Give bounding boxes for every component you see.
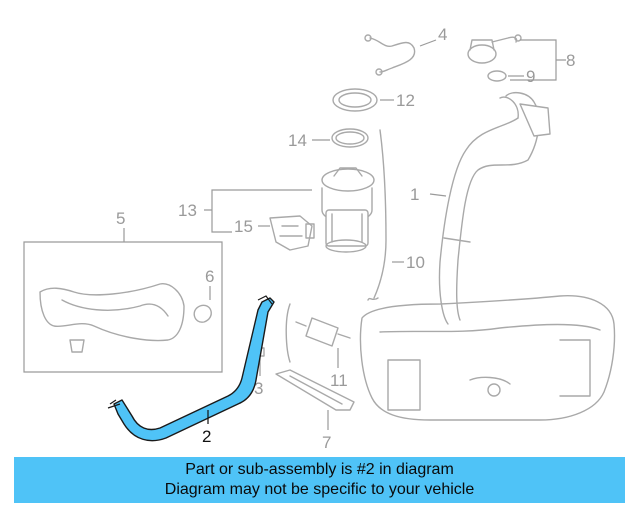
part-15-sender-unit xyxy=(269,215,315,251)
callout-13: 13 xyxy=(178,201,197,220)
callout-7: 7 xyxy=(322,433,331,452)
parts-diagram: 4 8 9 12 14 13 15 xyxy=(23,25,616,452)
callout-8: 8 xyxy=(566,51,575,70)
fuel-tank xyxy=(359,295,616,421)
part-4-wire-harness xyxy=(364,34,416,76)
banner-line-2: Diagram may not be specific to your vehi… xyxy=(164,481,475,498)
part-12-lock-ring xyxy=(332,88,378,112)
part-11-fuel-filter xyxy=(295,317,351,347)
callout-5: 5 xyxy=(116,209,125,228)
part-10-vent-line xyxy=(285,129,387,363)
callout-6: 6 xyxy=(205,267,214,286)
banner-line-1: Part or sub-assembly is #2 in diagram xyxy=(185,461,454,478)
part-1-filler-neck xyxy=(438,91,551,325)
part-13-fuel-pump-module xyxy=(321,167,375,253)
callout-15: 15 xyxy=(234,217,253,236)
callout-11: 11 xyxy=(330,371,348,390)
callout-12: 12 xyxy=(396,91,415,110)
part-5-bracket-assembly-box xyxy=(23,228,223,373)
callout-14: 14 xyxy=(288,131,307,150)
part-14-gasket xyxy=(331,128,369,148)
part-7-heat-shield xyxy=(275,369,355,411)
part-2-tank-strap[interactable] xyxy=(107,295,275,442)
callout-1: 1 xyxy=(410,185,419,204)
part-9-seal-ring xyxy=(487,70,507,82)
callout-4: 4 xyxy=(438,25,447,44)
info-banner: Part or sub-assembly is #2 in diagram Di… xyxy=(14,457,625,503)
callout-2: 2 xyxy=(202,427,211,446)
callout-9: 9 xyxy=(526,67,535,86)
part-8-filler-cap xyxy=(467,34,522,64)
callout-3: 3 xyxy=(254,379,263,398)
callout-10: 10 xyxy=(406,253,425,272)
